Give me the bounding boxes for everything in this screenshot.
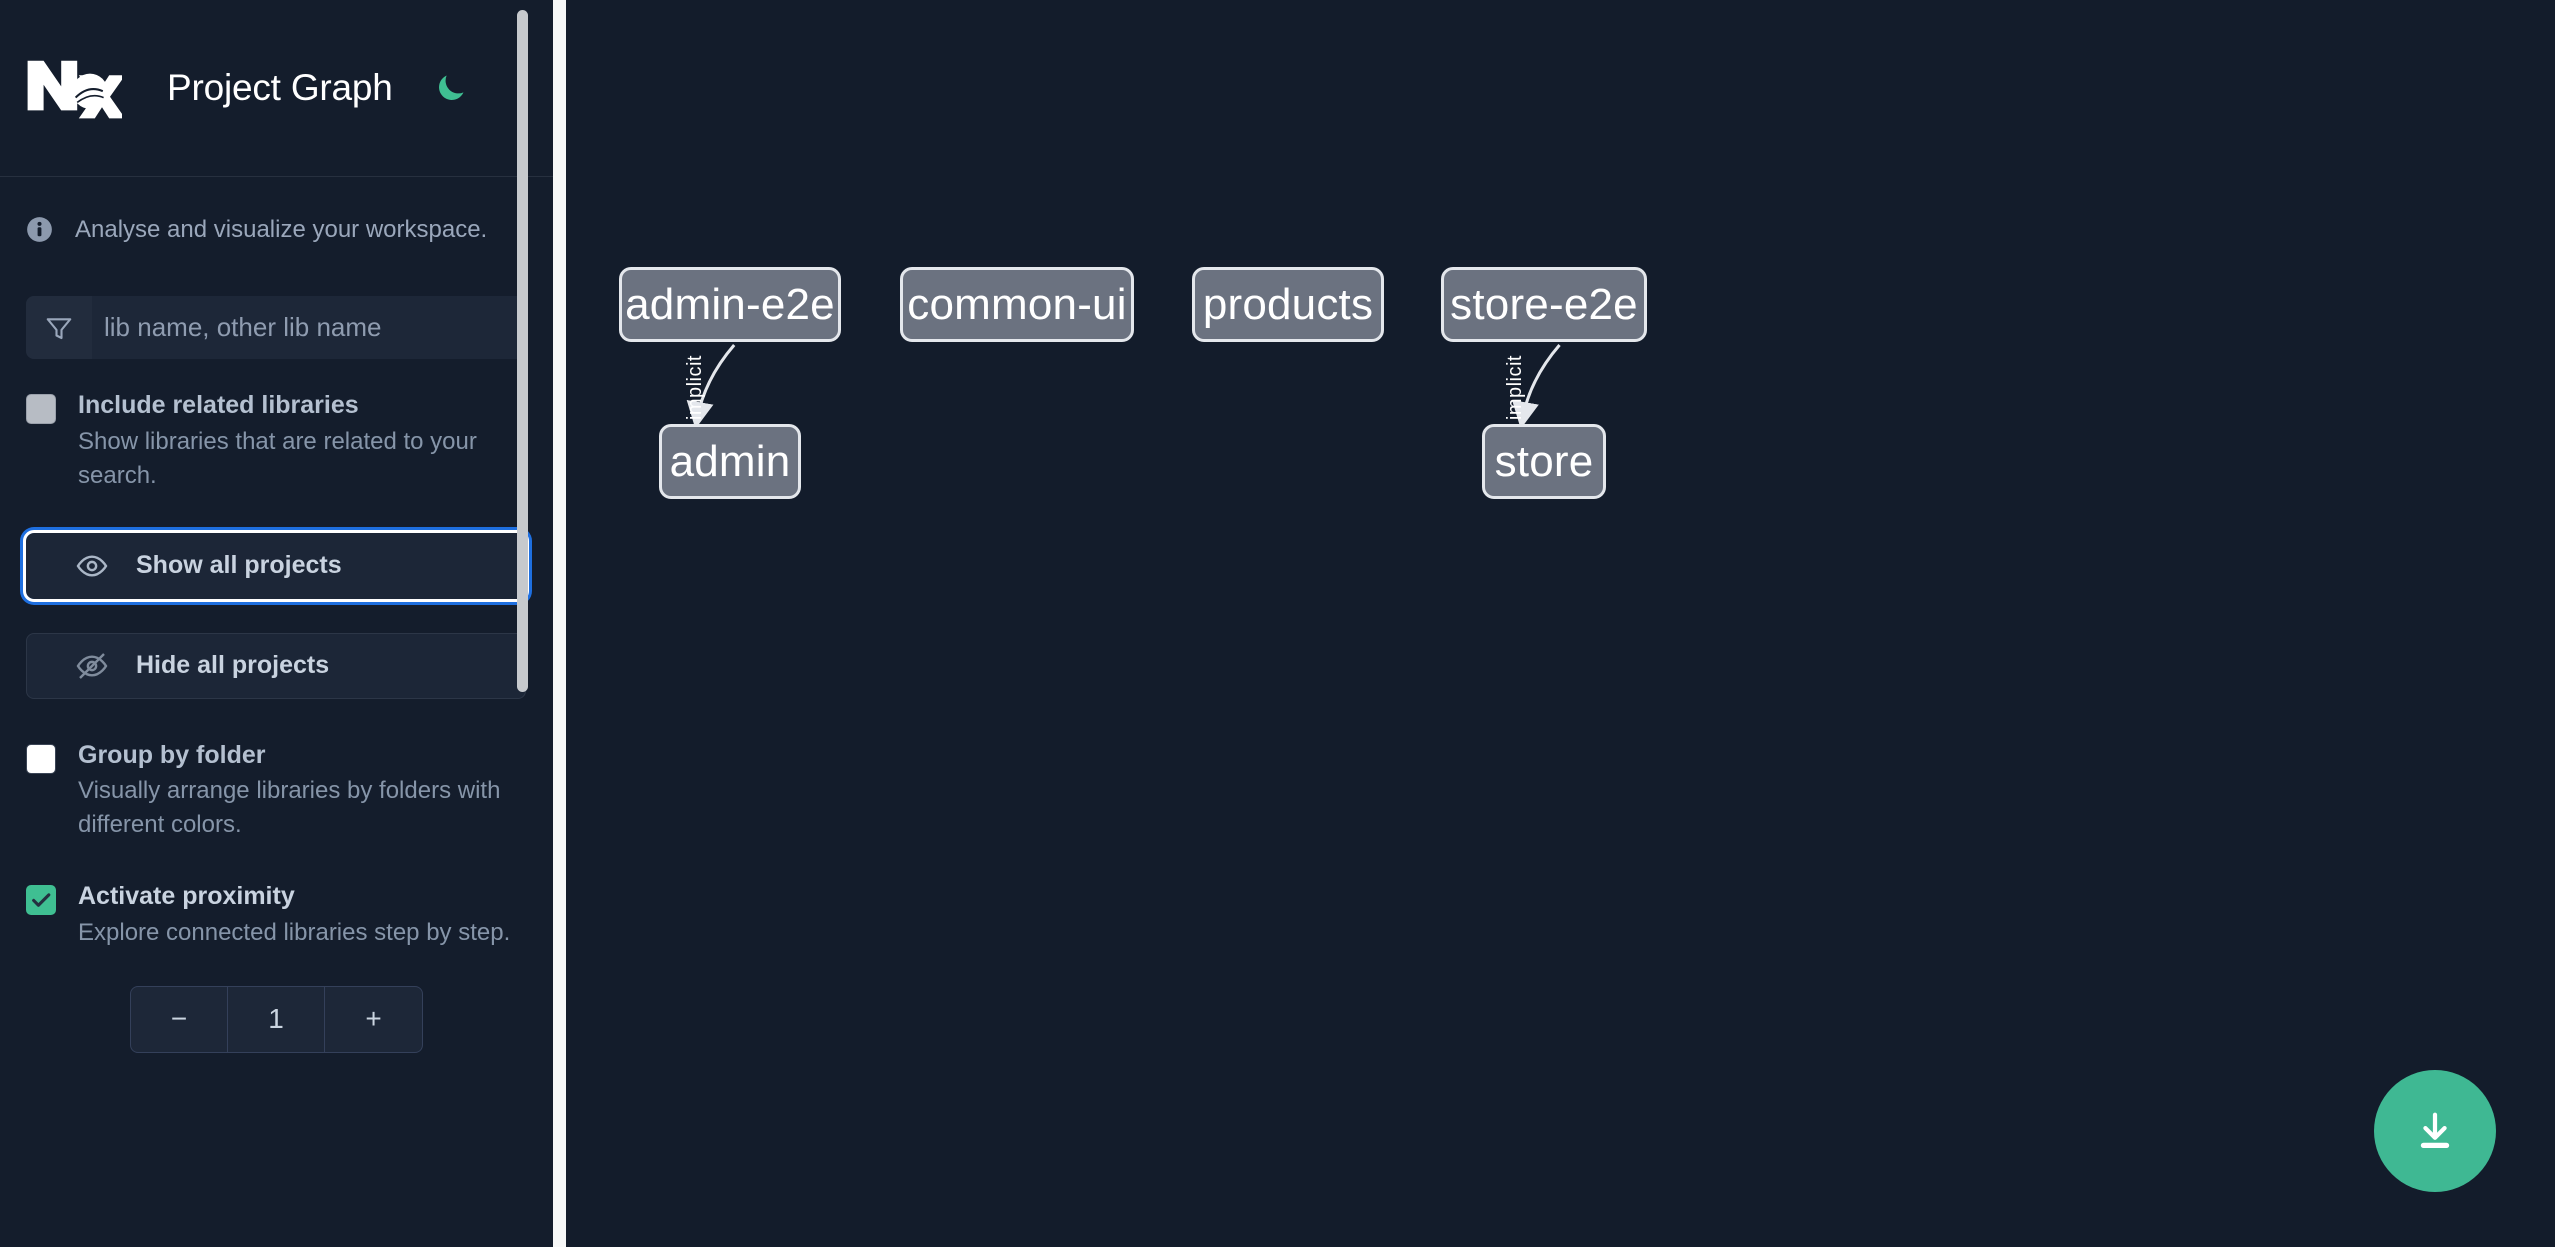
option-text-block: Activate proximity Explore connected lib…	[78, 880, 510, 950]
filter-icon	[26, 296, 92, 359]
moon-icon[interactable]	[429, 66, 473, 110]
moon-glyph	[438, 75, 464, 100]
edge-label-store-e2e-store: implicit	[1504, 355, 1526, 421]
edge-label-admin-e2e-admin: implicit	[684, 355, 706, 421]
search-box[interactable]	[26, 296, 527, 359]
workspace-description: Analyse and visualize your workspace.	[0, 177, 553, 282]
graph-node-admin-e2e[interactable]: admin-e2e	[619, 267, 841, 342]
sidebar-graph-divider	[553, 0, 566, 1247]
stepper-increment-button[interactable]: +	[365, 1003, 382, 1035]
option-include-related-libraries[interactable]: Include related libraries Show libraries…	[0, 389, 553, 493]
proximity-stepper: − 1 +	[130, 985, 423, 1053]
stepper-decrement-button[interactable]: −	[131, 986, 228, 1052]
nx-logo	[27, 60, 122, 119]
project-visibility-buttons: Show all projects Hide all projects	[0, 529, 553, 699]
graph-node-products[interactable]: products	[1192, 267, 1384, 342]
option-activate-proximity[interactable]: Activate proximity Explore connected lib…	[0, 880, 553, 950]
eye-glyph	[76, 555, 108, 577]
graph-edges	[686, 344, 1561, 429]
group-by-folder-checkbox[interactable]	[26, 743, 56, 774]
proximity-stepper-wrap: − 1 +	[0, 985, 553, 1053]
info-icon	[27, 217, 52, 242]
sidebar-scrollbar-track[interactable]	[517, 0, 541, 1247]
graph-node-store-e2e[interactable]: store-e2e	[1441, 267, 1647, 342]
graph-node-admin[interactable]: admin	[659, 424, 801, 499]
hide-all-projects-button[interactable]: Hide all projects	[26, 632, 526, 699]
show-all-projects-button[interactable]: Show all projects	[23, 529, 529, 602]
eye-icon	[75, 549, 109, 583]
option-subtitle: Visually arrange libraries by folders wi…	[78, 777, 501, 839]
sidebar-scrollbar-thumb[interactable]	[517, 10, 528, 692]
download-icon	[2420, 1112, 2450, 1149]
edge-store-e2e-store	[1512, 344, 1561, 429]
option-subtitle: Explore connected libraries step by step…	[78, 918, 511, 946]
check-icon	[32, 893, 51, 908]
stepper-value: 1	[228, 986, 325, 1052]
option-subtitle: Show libraries that are related to your …	[78, 427, 477, 489]
option-title: Group by folder	[78, 740, 266, 769]
graph-node-store[interactable]: store	[1482, 424, 1606, 499]
download-graph-button[interactable]	[2374, 1070, 2496, 1192]
activate-proximity-checkbox[interactable]	[26, 885, 56, 916]
hide-all-projects-label: Hide all projects	[136, 651, 330, 680]
description-text: Analyse and visualize your workspace.	[75, 215, 488, 243]
option-group-by-folder[interactable]: Group by folder Visually arrange librari…	[0, 739, 553, 843]
show-all-projects-label: Show all projects	[136, 551, 342, 580]
option-text-block: Include related libraries Show libraries…	[78, 389, 526, 493]
eye-slash-icon	[75, 649, 109, 683]
page-title: Project Graph	[167, 67, 393, 108]
sidebar: Project Graph Analyse and visualize your…	[0, 0, 553, 1247]
search-input[interactable]	[92, 296, 527, 359]
eye-slash-glyph	[76, 652, 108, 679]
option-title: Include related libraries	[78, 391, 359, 419]
graph-canvas[interactable]: admin-e2e admin common-ui products store…	[553, 0, 2555, 1247]
graph-node-common-ui[interactable]: common-ui	[900, 267, 1134, 342]
option-title: Activate proximity	[78, 882, 295, 911]
include-related-libraries-checkbox[interactable]	[26, 394, 56, 424]
filter-glyph	[46, 317, 72, 339]
option-text-block: Group by folder Visually arrange librari…	[78, 739, 526, 843]
sidebar-header: Project Graph	[0, 0, 553, 177]
